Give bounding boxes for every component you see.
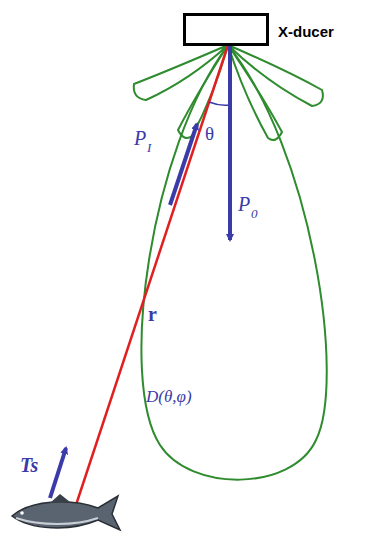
fish [12, 494, 120, 530]
main-lobe [141, 45, 326, 480]
angle-symbol: θ [205, 124, 214, 143]
ts-arrow [50, 448, 66, 498]
symbol-letter: P [134, 128, 146, 148]
symbol-letter: P [238, 194, 250, 214]
transducer-label: X-ducer [278, 24, 334, 39]
axis-arrow [228, 45, 232, 240]
symbol-subscript: 0 [251, 207, 258, 220]
directivity-label: D(θ,φ) [146, 388, 192, 405]
target-strength-label: Ts [20, 455, 38, 475]
angle-arc [209, 102, 229, 105]
range-line [75, 45, 228, 508]
range-label: r [148, 304, 157, 324]
symbol-subscript: I [147, 141, 151, 154]
transducer-box: X-ducer [183, 13, 269, 46]
incident-arrow [170, 124, 197, 205]
